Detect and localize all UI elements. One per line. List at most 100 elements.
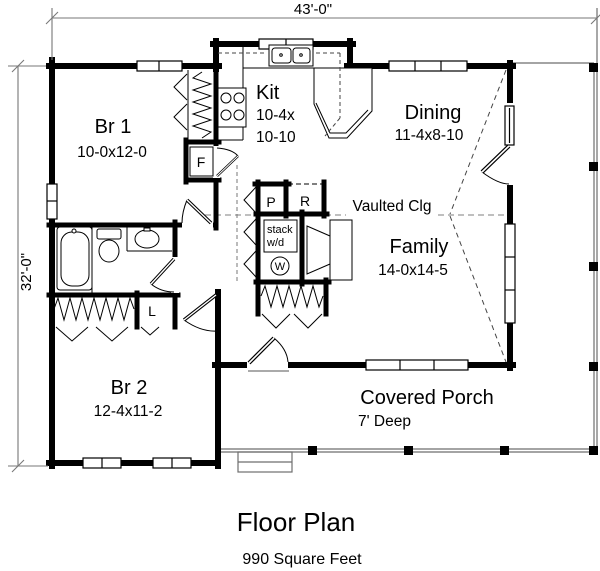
sink-drain-icon <box>299 53 303 57</box>
furnace-label: F <box>197 154 206 170</box>
opening-furnace-door <box>213 146 220 178</box>
room-size-family: 14-0x14-5 <box>378 262 448 279</box>
room-label-br2: Br 2 <box>111 377 148 399</box>
tub-faucet-icon <box>71 228 77 234</box>
window-family-bottom <box>365 359 469 371</box>
media-niche <box>306 225 331 275</box>
stack-wd-label-line2: w/d <box>266 237 284 249</box>
ceiling-hip-line-lower <box>449 215 507 363</box>
doors <box>149 144 511 372</box>
room-size-porch: 7' Deep <box>358 413 411 430</box>
stove-burner-icon <box>233 109 245 121</box>
windows <box>46 38 516 469</box>
porch-post <box>404 446 413 455</box>
caption-title: Floor Plan <box>237 507 356 537</box>
coat-closet-bifold-mark <box>261 313 291 329</box>
stack-washer-dryer-box <box>263 219 298 253</box>
kitchen-sink-basin-right <box>292 47 311 64</box>
washer-label: W <box>275 261 286 273</box>
refrigerator-label: R <box>300 193 310 209</box>
toilet-tank <box>96 228 122 240</box>
sink-faucet-icon <box>143 227 151 232</box>
room-label-kit: Kit <box>256 82 280 104</box>
refrigerator-box <box>287 183 323 213</box>
door-br2 <box>182 293 218 332</box>
window-br1-left <box>46 183 58 220</box>
text-labels: 43'-0" 32'-0" Br 1 10-0x12-0 Kit 10-4x 1… <box>18 1 494 568</box>
door-br1 <box>181 198 213 225</box>
coat-closet-bifold-mark <box>293 313 323 329</box>
dim-height-label: 32'-0" <box>18 253 35 291</box>
kitchen-sink-basin-left <box>271 47 292 64</box>
ceiling-hip-line-upper <box>449 69 507 215</box>
room-size-br1: 10-0x12-0 <box>77 144 147 161</box>
window-br2-bottom-2 <box>152 457 192 469</box>
dim-tick <box>590 14 600 25</box>
porch-post <box>589 362 598 371</box>
toilet-bowl <box>98 239 120 263</box>
door-furnace <box>216 147 239 177</box>
porch-post <box>308 446 317 455</box>
furnace-inner-box <box>189 146 214 177</box>
dim-width-label: 43'-0" <box>294 1 332 18</box>
porch-post <box>589 63 598 72</box>
window-br1-top <box>136 60 183 72</box>
br1-closet-rod <box>191 71 213 139</box>
sink-drain-icon <box>279 53 283 57</box>
opening-front-door <box>247 361 288 369</box>
bathroom-fixtures <box>56 225 172 293</box>
door-front-entry <box>247 336 289 372</box>
br2-closet-bifold-mark <box>95 326 129 342</box>
coat-closet-rod <box>260 284 324 309</box>
water-heater-circle <box>270 256 290 276</box>
pantry-label: P <box>266 194 275 210</box>
door-dining-porch <box>480 144 511 185</box>
door-bath <box>149 257 176 293</box>
porch-post <box>589 162 598 171</box>
room-label-br1: Br 1 <box>95 116 132 138</box>
window-family-right <box>504 223 516 324</box>
room-size-kit-line1: 10-4x <box>256 107 295 124</box>
stove-burner-icon <box>220 109 232 121</box>
stove-burner-icon <box>233 92 245 104</box>
linen-closet-door-mark <box>140 326 160 336</box>
porch-post <box>500 446 509 455</box>
br2-closet-bifold-mark <box>55 326 89 342</box>
dimension-lines <box>8 8 600 473</box>
sidelite-porch-door <box>504 105 515 146</box>
pantry-door-mark <box>243 186 257 214</box>
stove-burner-icon <box>220 92 232 104</box>
kitchen-peninsula <box>313 67 373 139</box>
closets <box>53 70 324 342</box>
stack-wd-label-line1: stack <box>267 224 293 236</box>
window-br2-bottom-1 <box>82 457 122 469</box>
builtin-cabinet <box>329 219 353 281</box>
bathtub-basin <box>60 231 90 287</box>
window-dining-top <box>388 60 468 72</box>
opening-br1-door <box>182 221 213 229</box>
utility-core <box>189 146 353 281</box>
kitchen-peninsula-edge <box>315 102 369 134</box>
porch-posts <box>308 63 598 455</box>
bath-sink <box>134 229 160 249</box>
opening-bath-door <box>171 257 179 293</box>
laundry-door-mark <box>243 218 257 246</box>
laundry-door-mark <box>243 250 257 278</box>
br1-closet-bifold-mark <box>173 103 188 131</box>
linen-label: L <box>148 303 156 319</box>
room-size-dining: 11-4x8-10 <box>395 127 464 144</box>
br1-closet-bifold-mark <box>173 73 188 101</box>
caption-area: 990 Square Feet <box>242 551 362 568</box>
room-label-family: Family <box>390 236 449 258</box>
room-size-kit-line2: 10-10 <box>256 129 296 146</box>
br2-closet-rod <box>53 296 135 322</box>
porch-post <box>589 262 598 271</box>
upper-cabinets-dashed <box>218 52 341 137</box>
room-label-porch: Covered Porch <box>360 387 493 409</box>
room-size-br2: 12-4x11-2 <box>94 403 163 420</box>
vaulted-ceiling-label: Vaulted Clg <box>353 198 432 215</box>
kitchen-fixtures <box>217 44 373 141</box>
porch-post <box>589 446 598 455</box>
